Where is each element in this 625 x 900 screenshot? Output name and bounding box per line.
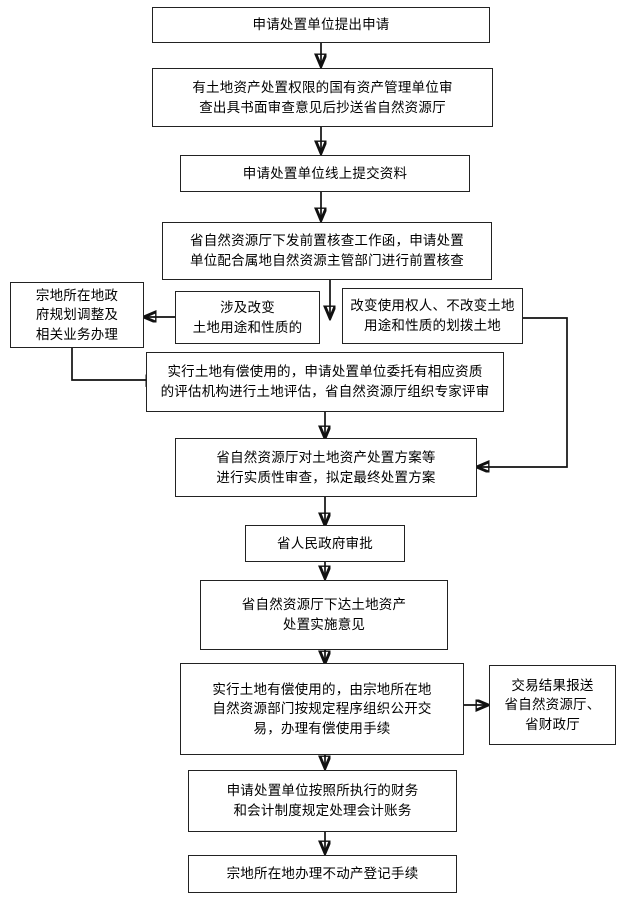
node-label: 宗地所在地办理不动产登记手续	[226, 866, 419, 882]
node-pre-verification-letter[interactable]: 省自然资源厅下发前置核查工作函，申请处置单位配合属地自然资源主管部门进行前置核查	[162, 222, 492, 280]
node-label: 省自然资源厅下达土地资产处置实施意见	[241, 597, 407, 632]
node-label: 宗地所在地政府规划调整及相关业务办理	[35, 287, 119, 342]
node-label: 申请处置单位提出申请	[252, 17, 390, 33]
node-label: 涉及改变土地用途和性质的	[192, 299, 303, 335]
node-provincial-government-approval[interactable]: 省人民政府审批	[245, 525, 405, 562]
node-report-transaction-result[interactable]: 交易结果报送省自然资源厅、省财政厅	[489, 665, 616, 745]
node-public-transaction-paid-use[interactable]: 实行土地有偿使用的，由宗地所在地自然资源部门按规定程序组织公开交易，办理有偿使用…	[180, 663, 464, 755]
node-accounting-treatment[interactable]: 申请处置单位按照所执行的财务和会计制度规定处理会计账务	[188, 770, 457, 832]
node-label: 实行土地有偿使用的，申请处置单位委托有相应资质的评估机构进行土地评估，省自然资源…	[160, 364, 490, 399]
node-apply-submit-application[interactable]: 申请处置单位提出申请	[152, 7, 490, 43]
node-issue-implementation-opinion[interactable]: 省自然资源厅下达土地资产处置实施意见	[200, 580, 448, 650]
node-label: 省自然资源厅对土地资产处置方案等进行实质性审查，拟定最终处置方案	[216, 449, 436, 485]
node-label: 申请处置单位按照所执行的财务和会计制度规定处理会计账务	[226, 783, 419, 818]
node-paid-use-land-appraisal[interactable]: 实行土地有偿使用的，申请处置单位委托有相应资质的评估机构进行土地评估，省自然资源…	[146, 352, 504, 412]
node-label: 省自然资源厅下发前置核查工作函，申请处置单位配合属地自然资源主管部门进行前置核查	[190, 233, 464, 268]
node-online-submit-materials[interactable]: 申请处置单位线上提交资料	[180, 155, 470, 192]
node-label: 交易结果报送省自然资源厅、省财政厅	[504, 677, 601, 732]
node-local-gov-planning-adjustment[interactable]: 宗地所在地政府规划调整及相关业务办理	[10, 282, 144, 348]
node-real-estate-registration[interactable]: 宗地所在地办理不动产登记手续	[188, 855, 457, 893]
node-label: 省人民政府审批	[277, 535, 373, 551]
node-label: 改变使用权人、不改变土地用途和性质的划拨土地	[350, 298, 515, 333]
node-branch-change-land-use[interactable]: 涉及改变土地用途和性质的	[175, 291, 320, 344]
node-state-asset-unit-review[interactable]: 有土地资产处置权限的国有资产管理单位审查出具书面审查意见后抄送省自然资源厅	[152, 68, 493, 127]
node-label: 有土地资产处置权限的国有资产管理单位审查出具书面审查意见后抄送省自然资源厅	[192, 79, 453, 115]
node-substantive-review-final-plan[interactable]: 省自然资源厅对土地资产处置方案等进行实质性审查，拟定最终处置方案	[175, 438, 477, 497]
node-branch-change-user-only[interactable]: 改变使用权人、不改变土地用途和性质的划拨土地	[342, 288, 523, 344]
node-label: 申请处置单位线上提交资料	[242, 165, 408, 181]
node-label: 实行土地有偿使用的，由宗地所在地自然资源部门按规定程序组织公开交易，办理有偿使用…	[212, 681, 432, 736]
